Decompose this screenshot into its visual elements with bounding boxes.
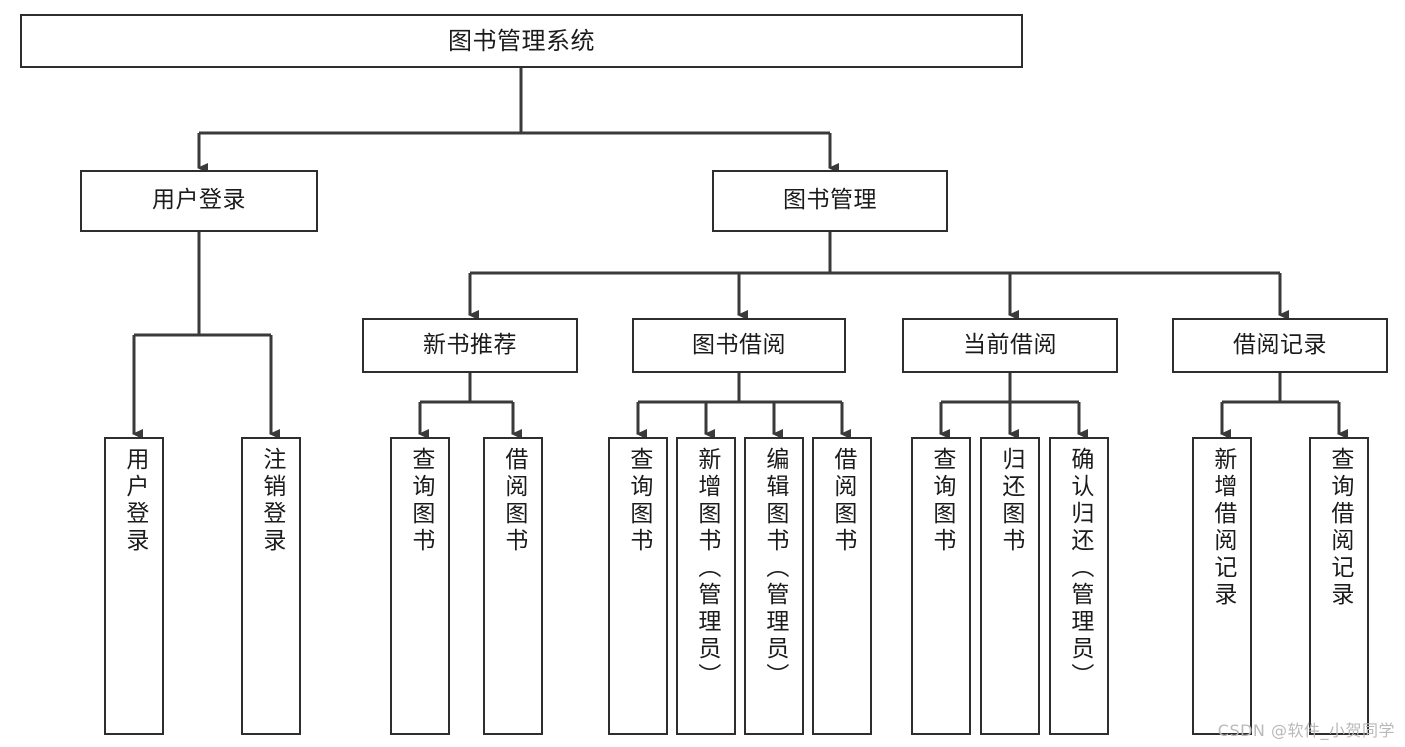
- node-root-system[interactable]: 图书管理系统: [20, 14, 1023, 68]
- node-label: 图书管理系统: [448, 26, 595, 55]
- node-user-login[interactable]: 用户登录: [80, 170, 318, 232]
- watermark-text: CSDN @软件_小贺同学: [1217, 721, 1395, 740]
- node-current-borrow[interactable]: 当前借阅: [902, 318, 1118, 373]
- leaf-borrow-book[interactable]: 借阅图书: [812, 437, 872, 735]
- node-label: 查询图书: [407, 447, 434, 555]
- node-label: 编辑图书（管理员）: [761, 447, 788, 690]
- node-label: 新书推荐: [423, 331, 517, 358]
- node-label: 图书借阅: [692, 331, 786, 358]
- node-borrow-records[interactable]: 借阅记录: [1172, 318, 1388, 373]
- leaf-confirm-return-admin[interactable]: 确认归还（管理员）: [1049, 437, 1109, 735]
- leaf-query-borrow-record[interactable]: 查询借阅记录: [1309, 437, 1369, 735]
- node-label: 确认归还（管理员）: [1066, 447, 1093, 690]
- node-book-borrow[interactable]: 图书借阅: [632, 318, 846, 373]
- node-label: 查询借阅记录: [1326, 447, 1353, 609]
- leaf-logout[interactable]: 注销登录: [241, 437, 301, 735]
- leaf-borrow-book-recommend[interactable]: 借阅图书: [483, 437, 543, 735]
- node-label: 查询图书: [928, 447, 955, 555]
- node-label: 用户登录: [121, 447, 148, 555]
- node-label: 当前借阅: [963, 331, 1057, 358]
- leaf-query-book-current[interactable]: 查询图书: [911, 437, 971, 735]
- node-label: 用户登录: [152, 187, 246, 214]
- node-label: 新增借阅记录: [1209, 447, 1236, 609]
- node-label: 借阅图书: [829, 447, 856, 555]
- leaf-query-book-recommend[interactable]: 查询图书: [390, 437, 450, 735]
- node-label: 图书管理: [783, 187, 877, 214]
- node-label: 新增图书（管理员）: [693, 447, 720, 690]
- node-label: 归还图书: [997, 447, 1024, 555]
- node-label: 借阅图书: [500, 447, 527, 555]
- leaf-edit-book-admin[interactable]: 编辑图书（管理员）: [744, 437, 804, 735]
- leaf-user-login[interactable]: 用户登录: [104, 437, 164, 735]
- leaf-return-book[interactable]: 归还图书: [980, 437, 1040, 735]
- node-book-management[interactable]: 图书管理: [712, 170, 948, 232]
- node-label: 查询图书: [625, 447, 652, 555]
- node-label: 借阅记录: [1233, 331, 1327, 358]
- leaf-add-book-admin[interactable]: 新增图书（管理员）: [676, 437, 736, 735]
- node-new-book-recommend[interactable]: 新书推荐: [362, 318, 578, 373]
- leaf-add-borrow-record[interactable]: 新增借阅记录: [1192, 437, 1252, 735]
- leaf-query-book-borrow[interactable]: 查询图书: [608, 437, 668, 735]
- node-label: 注销登录: [258, 447, 285, 555]
